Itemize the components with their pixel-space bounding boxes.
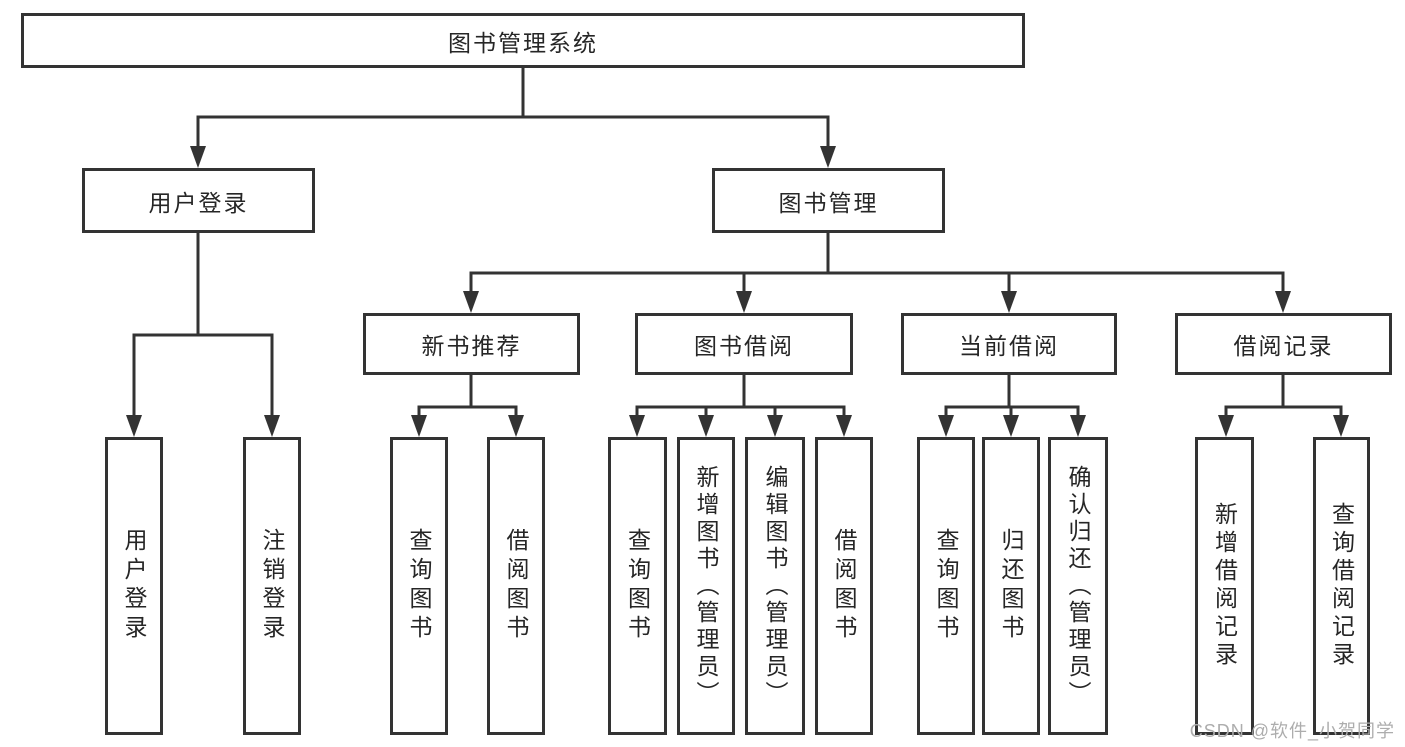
node-leaf-add-books-admin: 新增图书（管理员） xyxy=(677,437,735,735)
node-leaf-query-books-recommend: 查询图书 xyxy=(390,437,448,735)
connector-book-borrow-branch xyxy=(629,375,852,437)
connector-new-book-branch xyxy=(411,375,524,437)
watermark: CSDN @软件_小贺同学 xyxy=(1189,721,1395,741)
node-user-login: 用户登录 xyxy=(82,168,315,233)
connector-book-management-branch xyxy=(463,233,1291,313)
connector-user-login-branch xyxy=(126,233,280,437)
node-leaf-add-borrow-record: 新增借阅记录 xyxy=(1195,437,1254,735)
node-book-borrowing: 图书借阅 xyxy=(635,313,853,375)
node-borrowing-records: 借阅记录 xyxy=(1175,313,1392,375)
node-leaf-query-books-current: 查询图书 xyxy=(917,437,975,735)
node-leaf-return-books: 归还图书 xyxy=(982,437,1040,735)
node-new-book-recommend: 新书推荐 xyxy=(363,313,580,375)
node-leaf-borrow-books: 借阅图书 xyxy=(815,437,873,735)
node-book-management: 图书管理 xyxy=(712,168,945,233)
node-current-borrowing: 当前借阅 xyxy=(901,313,1117,375)
node-leaf-query-borrow-record: 查询借阅记录 xyxy=(1313,437,1370,735)
node-leaf-borrow-books-recommend: 借阅图书 xyxy=(487,437,545,735)
connector-borrow-records-branch xyxy=(1218,375,1349,437)
node-leaf-confirm-return-admin: 确认归还（管理员） xyxy=(1048,437,1108,735)
node-leaf-query-books-borrow: 查询图书 xyxy=(608,437,667,735)
connector-root-to-level2 xyxy=(190,68,836,168)
node-leaf-user-login: 用户登录 xyxy=(105,437,163,735)
connector-current-borrow-branch xyxy=(938,375,1086,437)
node-root-system: 图书管理系统 xyxy=(21,13,1025,68)
node-leaf-edit-books-admin: 编辑图书（管理员） xyxy=(745,437,805,735)
node-leaf-logout: 注销登录 xyxy=(243,437,301,735)
